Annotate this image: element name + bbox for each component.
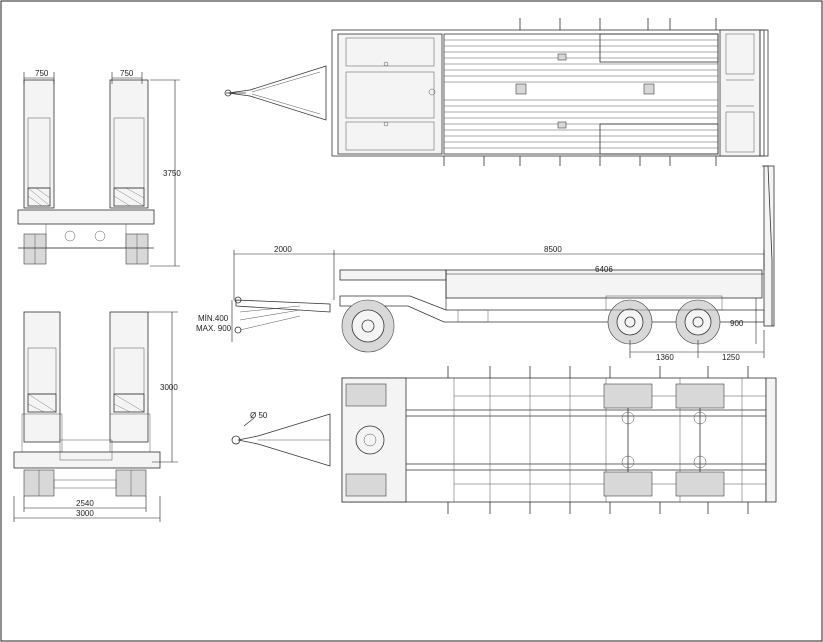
dim-width-outer: 3000	[76, 509, 94, 518]
dim-ramp-height-raised: 3750	[163, 169, 181, 178]
dim-ramp-height-lowered: 3000	[160, 383, 178, 392]
top-view-upper	[224, 18, 769, 166]
dim-deck-height: 900	[730, 319, 744, 328]
dim-ramp-width-right: 750	[120, 69, 134, 78]
dim-rear-overhang: 1250	[722, 353, 740, 362]
dim-hitch-height-max: MAX. 900	[196, 324, 232, 333]
dim-drawbar-length: 2000	[274, 245, 292, 254]
dim-eye-diameter: Ø 50	[250, 411, 268, 420]
rear-view-ramps-raised: 750 750 3750	[17, 69, 181, 267]
dim-axle-spacing: 1360	[656, 353, 674, 362]
rear-view-ramps-lowered: 3000 2540 3000	[13, 311, 178, 522]
dim-ramp-width-left: 750	[35, 69, 49, 78]
dim-width-inner: 2540	[76, 499, 94, 508]
side-view: 2000 8500 6406 MİN.400 MAX. 900 900 1360…	[196, 165, 775, 362]
dim-deck-length: 6406	[595, 265, 613, 274]
dim-overall-length: 8500	[544, 245, 562, 254]
dim-hitch-height-min: MİN.400	[198, 314, 229, 323]
bottom-view-lower: Ø 50	[231, 366, 777, 514]
